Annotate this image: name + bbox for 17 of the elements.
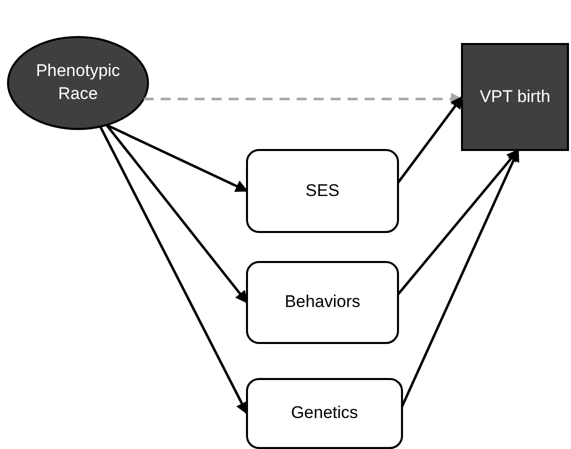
process-box	[461, 43, 569, 151]
arrow	[106, 124, 248, 304]
arrow	[397, 96, 463, 184]
node-label: Phenotypic Race	[34, 60, 122, 105]
arrow	[397, 149, 520, 296]
arrow	[400, 148, 520, 408]
ellipse-node	[7, 36, 149, 130]
arrow	[99, 126, 248, 415]
process-box	[246, 149, 399, 233]
process-box	[246, 378, 403, 449]
process-box	[246, 261, 399, 344]
node-label: VPT birth	[480, 86, 550, 108]
node-label: Genetics	[290, 402, 358, 424]
node-label: SES	[305, 180, 340, 202]
node-label: Behaviors	[284, 291, 360, 314]
arrow	[144, 92, 464, 106]
arrow	[106, 124, 248, 192]
